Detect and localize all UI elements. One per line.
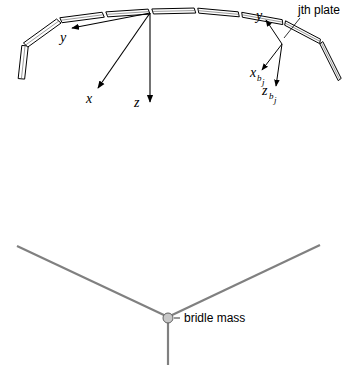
plate-edge <box>26 21 59 45</box>
bridle-line <box>167 322 169 365</box>
plate <box>18 45 28 79</box>
plate <box>23 19 61 47</box>
axis-subscript: j <box>274 96 277 105</box>
plate-edge <box>61 15 103 21</box>
axis-label: x <box>250 66 256 80</box>
callout-label: bridle mass <box>184 312 245 324</box>
axis-arrow <box>266 20 282 44</box>
axis-arrow <box>276 44 282 86</box>
axis-label: y <box>60 31 66 45</box>
axis-subscript: b <box>269 92 274 101</box>
plate-edge <box>321 43 339 80</box>
axis-subscript: b <box>257 74 262 83</box>
plate-edge <box>21 46 25 79</box>
plate <box>285 21 321 44</box>
axis-label: z <box>134 96 139 110</box>
bridle-line <box>170 245 320 316</box>
axis-arrow <box>72 13 150 28</box>
plate-edge <box>198 11 238 15</box>
axis-label: z <box>262 84 267 98</box>
plate <box>106 9 150 17</box>
leader-line <box>284 18 300 38</box>
plate-edge <box>285 23 320 41</box>
plate <box>152 8 196 14</box>
callout-label: jth plate <box>298 4 340 16</box>
axis-arrow <box>149 13 150 102</box>
wing-plates <box>18 8 341 81</box>
plate <box>242 12 283 24</box>
plate-edge <box>153 10 195 12</box>
bridle-line <box>17 246 166 316</box>
plate <box>60 12 104 22</box>
plate <box>320 42 341 81</box>
axis-label: x <box>86 92 92 106</box>
axis-label: y <box>256 9 262 23</box>
plate-edge <box>242 15 282 22</box>
bridle-mass-dot <box>163 313 173 323</box>
axis-arrow <box>98 13 150 88</box>
plate <box>198 8 240 17</box>
leader-line <box>174 318 180 319</box>
